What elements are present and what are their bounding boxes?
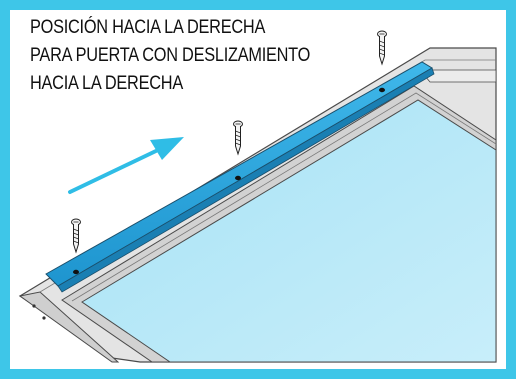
frame-edge-line: [71, 92, 497, 302]
screw-icon: [233, 120, 243, 156]
instruction-line-2: PARA PUERTA CON DESLIZAMIENTO: [30, 45, 311, 66]
instruction-line-1: POSICIÓN HACIA LA DERECHA: [30, 17, 266, 38]
frame-side-left: [18, 291, 120, 363]
screw-icon: [377, 30, 387, 66]
screw-hole: [235, 175, 241, 181]
screw-icon: [71, 218, 81, 254]
instruction-caption: POSICIÓN HACIA LA DERECHA PARA PUERTA CO…: [30, 14, 310, 98]
glass-panel: [81, 99, 497, 363]
screw-hole: [379, 87, 385, 93]
arrow-up-right-icon: [68, 137, 184, 194]
frame-hole: [32, 304, 36, 308]
instruction-line-3: HACIA LA DERECHA: [30, 73, 183, 94]
screw-hole: [73, 269, 79, 275]
rail-track-side: [57, 67, 435, 293]
frame-hole: [42, 316, 46, 320]
